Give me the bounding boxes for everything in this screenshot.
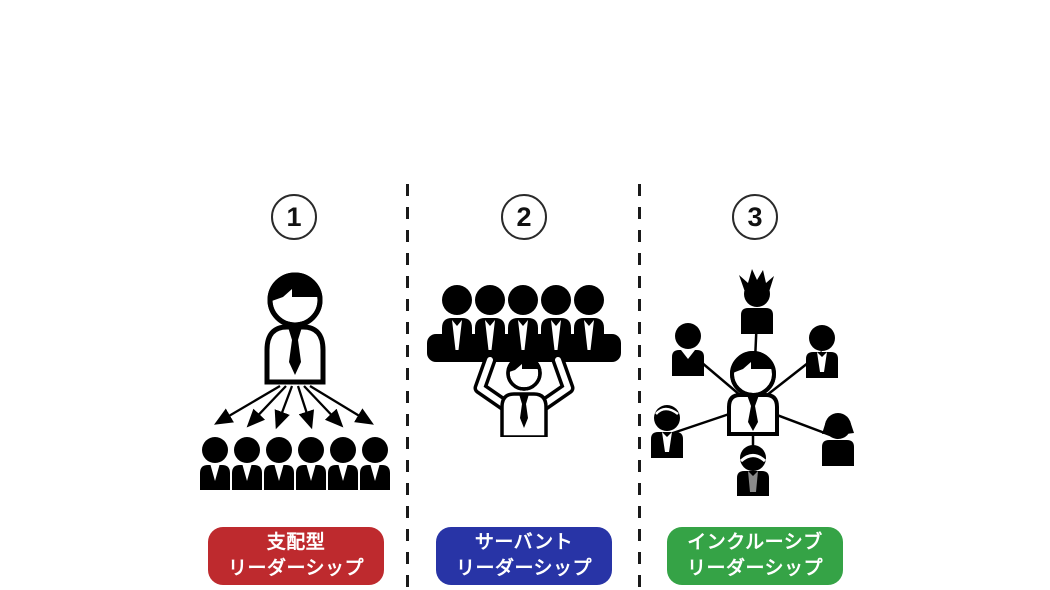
- member-spiky-hair-icon: [739, 269, 774, 334]
- panel-3-number: 3: [747, 201, 763, 232]
- team-on-bench-icon: [427, 285, 621, 362]
- label-line2: リーダーシップ: [455, 558, 593, 579]
- member-cap-icon: [737, 439, 769, 496]
- inclusive-leader-figure-icon: [727, 351, 779, 436]
- panel-divider: [638, 184, 641, 588]
- panel-2-number: 2: [516, 201, 532, 232]
- panel-1-number: 1: [286, 201, 302, 232]
- panel-3-number-badge: 3: [732, 194, 778, 240]
- dominant-leadership-illustration: [200, 272, 390, 490]
- label-line1: 支配型: [266, 532, 326, 553]
- member-vneck-icon: [672, 323, 704, 376]
- member-parted-hair-icon: [651, 405, 683, 458]
- label-line2: リーダーシップ: [686, 558, 824, 579]
- inclusive-leadership-illustration: [651, 269, 854, 496]
- label-line1: サーバント: [474, 532, 574, 553]
- subordinates-row-icon: [200, 437, 390, 490]
- servant-leadership-illustration: [427, 285, 621, 437]
- panel-1-number-badge: 1: [271, 194, 317, 240]
- label-inclusive-leadership: インクルーシブ リーダーシップ: [667, 527, 843, 585]
- panel-divider: [406, 184, 409, 588]
- boss-figure-icon: [264, 272, 326, 385]
- label-line2: リーダーシップ: [227, 558, 365, 579]
- member-tie-icon: [806, 325, 838, 378]
- servant-leader-figure-icon: [473, 353, 575, 437]
- label-servant-leadership: サーバント リーダーシップ: [436, 527, 612, 585]
- member-pigtails-icon: [822, 413, 854, 466]
- label-dominant-leadership: 支配型 リーダーシップ: [208, 527, 384, 585]
- command-arrows-icon: [214, 385, 374, 430]
- panel-2-number-badge: 2: [501, 194, 547, 240]
- label-line1: インクルーシブ: [687, 532, 823, 553]
